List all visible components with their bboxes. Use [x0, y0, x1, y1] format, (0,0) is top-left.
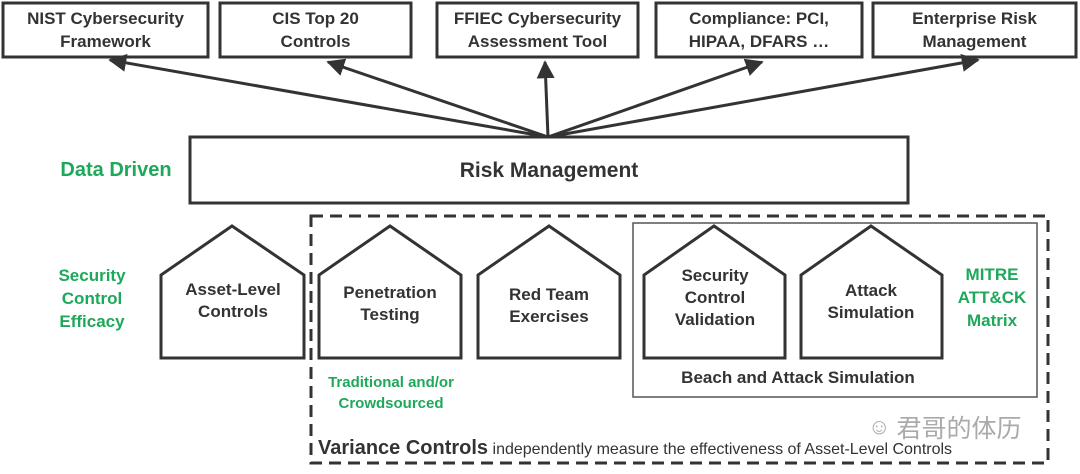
risk-management-label: Risk Management [459, 158, 639, 182]
framework-box-1 [1, 1, 210, 59]
penetration-testing-label: Penetration Testing [343, 283, 437, 324]
arrow-2 [326, 58, 549, 139]
arrow-4 [547, 58, 764, 139]
framework-nist: NIST Cybersecurity Framework [27, 8, 184, 51]
watermark-text: 君哥的体历 [896, 415, 1022, 443]
arrow-1 [108, 53, 549, 139]
house-red-team [476, 224, 622, 360]
asset-level-controls-label: Asset-Level Controls [185, 280, 281, 321]
house-attack-sim [799, 224, 944, 360]
arrow-3 [536, 60, 555, 138]
arrow-5 [547, 53, 980, 139]
house-penetration [317, 224, 463, 360]
security-control-efficacy-label: Security Control Efficacy [58, 265, 126, 331]
attack-simulation-label: Attack Simulation [827, 281, 915, 322]
data-driven-label: Data Driven [60, 158, 172, 181]
bas-box [632, 222, 1038, 398]
framework-box-2 [218, 1, 413, 59]
mitre-label: MITRE ATT&CK Matrix [957, 264, 1027, 330]
framework-cis: CIS Top 20 Controls [272, 8, 359, 51]
watermark: ☺ 君哥的体历 [868, 410, 1048, 444]
framework-box-3 [435, 1, 640, 59]
house-scv [642, 224, 787, 360]
framework-erm: Enterprise Risk Management [912, 8, 1037, 51]
variance-controls-text: independently measure the effectiveness … [492, 441, 953, 458]
variance-controls-title: Variance Controls [318, 437, 489, 459]
framework-box-4 [654, 1, 864, 59]
variance-controls-caption: Variance Controls independently measure … [318, 437, 952, 460]
variance-controls-dashed-box [309, 214, 1050, 465]
security-control-validation-label: Security Control Validation [674, 266, 756, 329]
wechat-icon: ☺ [868, 414, 891, 439]
risk-management-box [188, 135, 910, 205]
traditional-crowdsourced-label: Traditional and/or Crowdsourced [328, 374, 454, 412]
house-asset-level [159, 224, 306, 360]
framework-ffiec: FFIEC Cybersecurity Assessment Tool [453, 8, 622, 51]
framework-compliance: Compliance: PCI, HIPAA, DFARS … [688, 8, 830, 51]
bas-label: Beach and Attack Simulation [681, 367, 915, 387]
red-team-label: Red Team Exercises [509, 285, 589, 326]
